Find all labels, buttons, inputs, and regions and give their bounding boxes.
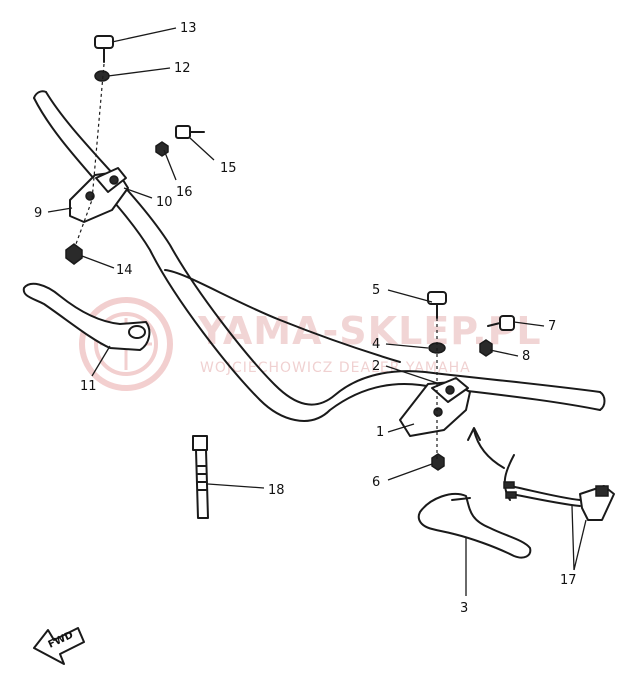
bolt-15 — [175, 125, 205, 139]
callout-15: 15 — [220, 161, 237, 176]
callout-9: 9 — [34, 206, 42, 221]
nut-6 — [431, 453, 445, 471]
callout-12: 12 — [174, 61, 191, 76]
clutch-lever — [22, 282, 151, 351]
brake-lever — [417, 493, 532, 559]
callout-6: 6 — [372, 475, 380, 490]
nut-14 — [65, 243, 83, 265]
callout-3: 3 — [460, 601, 468, 616]
leader-lines — [47, 27, 587, 596]
callout-8: 8 — [522, 349, 530, 364]
fwd-arrow: FWD — [33, 627, 85, 665]
right-lever-holder — [399, 377, 471, 437]
callout-10: 10 — [156, 195, 173, 210]
callout-7: 7 — [548, 319, 556, 334]
assembly-arrow — [473, 429, 505, 469]
callout-11: 11 — [80, 379, 97, 394]
washer-12 — [94, 70, 110, 82]
callout-14: 14 — [116, 263, 133, 278]
arrow-head — [467, 427, 481, 441]
callout-16: 16 — [176, 185, 193, 200]
switch-assembly — [503, 481, 615, 521]
bolt-13 — [94, 35, 114, 63]
cable-tie — [192, 435, 209, 519]
callout-1: 1 — [376, 425, 384, 440]
callout-13: 13 — [180, 21, 197, 36]
callout-5: 5 — [372, 283, 380, 298]
bolt-5 — [427, 291, 447, 319]
callout-2: 2 — [372, 359, 380, 374]
nut-8 — [479, 339, 493, 357]
left-lever-holder — [69, 167, 129, 223]
callout-17: 17 — [560, 573, 577, 588]
bolt-7 — [487, 315, 515, 331]
callout-4: 4 — [372, 337, 380, 352]
callout-18: 18 — [268, 483, 285, 498]
